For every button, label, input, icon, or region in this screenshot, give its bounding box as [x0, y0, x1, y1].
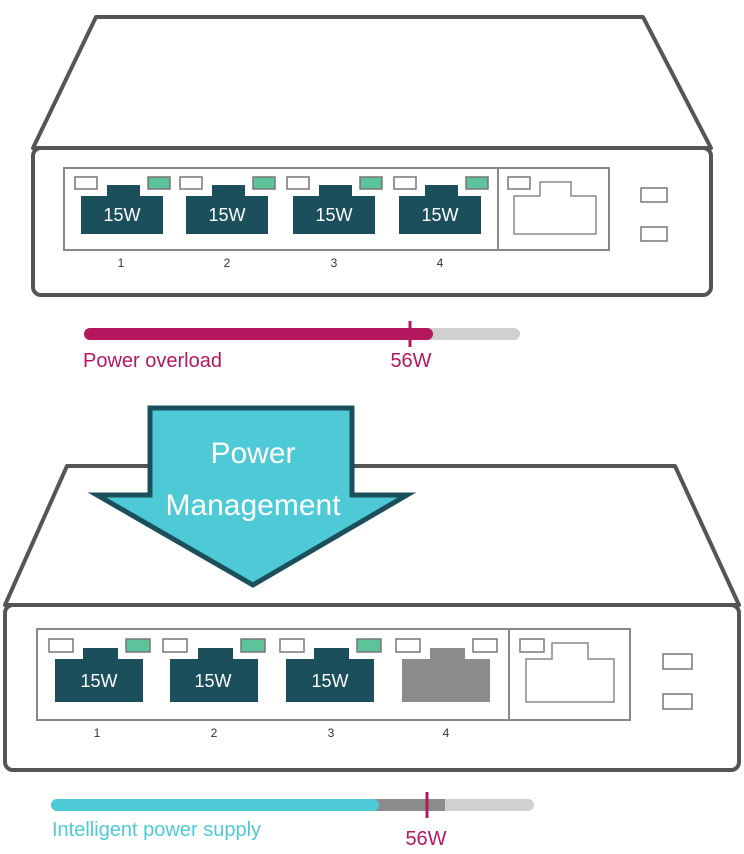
port-number: 1: [118, 256, 125, 270]
led-left: [395, 638, 421, 653]
power-management-arrow: Power Management: [87, 405, 417, 588]
led-right: [472, 638, 498, 653]
port-number: 2: [224, 256, 231, 270]
led-right: [147, 176, 171, 190]
bar-caption: Intelligent power supply: [52, 819, 261, 841]
top-port-4: 15W 4: [393, 176, 489, 270]
status-led: [662, 693, 693, 710]
led-right: [252, 176, 276, 190]
top-uplink-group: [497, 167, 610, 251]
status-led: [662, 653, 693, 670]
bottom-port-1: 15W 1: [48, 638, 151, 740]
ethernet-port-icon: [186, 185, 268, 234]
bottom-port-4-disabled: 4: [395, 638, 498, 740]
bar-fill-supply-end: [360, 799, 373, 811]
bottom-switch-lid: [3, 464, 741, 607]
limit-label: 56W: [405, 828, 446, 850]
ethernet-port-icon: [293, 185, 375, 234]
led-left: [162, 638, 188, 653]
top-switch-lid: [31, 15, 713, 150]
top-port-1: 15W 1: [74, 176, 171, 270]
limit-label: 56W: [390, 350, 431, 372]
ethernet-port-icon: [81, 185, 163, 234]
led-right: [465, 176, 489, 190]
port-number: 4: [443, 726, 450, 740]
bottom-power-bar: Intelligent power supply 56W: [51, 792, 534, 850]
led-left: [279, 638, 305, 653]
status-led: [640, 187, 668, 203]
top-power-bar: Power overload 56W: [83, 321, 520, 372]
top-port-2: 15W 2: [179, 176, 276, 270]
arrow-shape: [87, 405, 417, 588]
ethernet-port-icon: [399, 185, 481, 234]
port-number: 4: [437, 256, 444, 270]
led-left: [179, 176, 203, 190]
bar-caption: Power overload: [83, 350, 222, 372]
led-left: [519, 638, 545, 653]
ethernet-port-outline-icon: [525, 642, 615, 703]
port-power-label: 15W: [208, 205, 245, 225]
led-right: [125, 638, 151, 653]
port-power-label: 15W: [311, 671, 348, 691]
led-left: [286, 176, 310, 190]
ethernet-port-icon: [55, 648, 143, 702]
top-switch: 15W 1 15W 2 15W 3 15W 4: [31, 15, 713, 297]
status-led: [640, 226, 668, 242]
top-uplink-port: [507, 176, 597, 235]
port-power-label: 15W: [103, 205, 140, 225]
led-left: [48, 638, 74, 653]
bottom-port-3: 15W 3: [279, 638, 382, 740]
port-power-label: 15W: [194, 671, 231, 691]
top-port-3: 15W 3: [286, 176, 383, 270]
led-right: [240, 638, 266, 653]
arrow-label-line2: Management: [165, 489, 341, 522]
port-number: 2: [211, 726, 218, 740]
ethernet-port-icon: [286, 648, 374, 702]
led-left: [507, 176, 531, 190]
arrow-label-line1: Power: [210, 437, 295, 470]
led-left: [393, 176, 417, 190]
port-power-label: 15W: [80, 671, 117, 691]
port-power-label: 15W: [421, 205, 458, 225]
port-power-label: 15W: [315, 205, 352, 225]
bottom-uplink-port: [519, 638, 615, 703]
bottom-port-2: 15W 2: [162, 638, 266, 740]
port-number: 3: [328, 726, 335, 740]
port-number: 1: [94, 726, 101, 740]
port-number: 3: [331, 256, 338, 270]
ethernet-port-icon: [170, 648, 258, 702]
ethernet-port-outline-icon: [513, 181, 597, 235]
led-right: [359, 176, 383, 190]
ethernet-port-icon: [402, 648, 490, 702]
led-right: [356, 638, 382, 653]
led-left: [74, 176, 98, 190]
bottom-uplink-group: [508, 628, 631, 721]
